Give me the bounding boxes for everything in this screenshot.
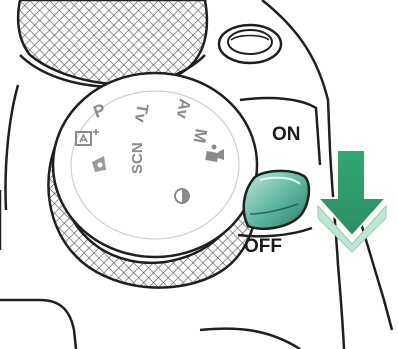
mode-dial: P Tv Av M SCN (48, 73, 257, 288)
mode-dial-top (53, 73, 257, 257)
dial-mode-scn: SCN (129, 142, 146, 174)
off-label: OFF (244, 236, 282, 257)
arrow-down-icon (318, 150, 386, 252)
top-control-wheel (18, 0, 207, 87)
dial-mode-tv: Tv (131, 102, 151, 123)
dial-mode-av: Av (173, 97, 193, 120)
shutter-button (219, 25, 281, 63)
power-switch-lever (244, 171, 309, 229)
on-label: ON (272, 124, 301, 145)
